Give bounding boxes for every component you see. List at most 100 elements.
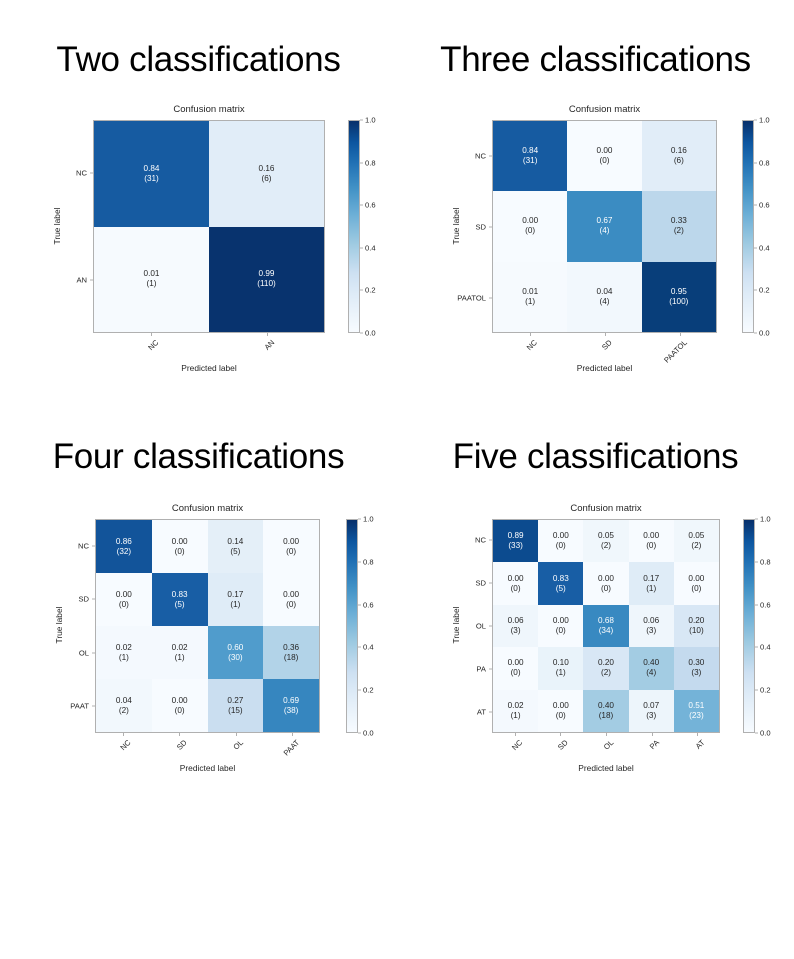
cell-rate: 0.36 [283,642,300,652]
cell-rate: 0.00 [171,695,188,705]
cell-rate: 0.84 [522,146,539,156]
cell-rate: 0.20 [598,658,614,668]
colorbar-tick-label: 1.0 [759,115,770,125]
y-tick-label: AN [76,275,87,285]
cell-count: (4) [599,226,610,236]
cell-count: (2) [691,541,702,551]
heatmap-cell: 0.83(5) [151,573,208,626]
colorbar-tick-label: 0.4 [760,642,771,652]
heatmap-cell: 0.00(0) [673,562,719,605]
cell-count: (1) [555,668,566,678]
x-tick-mark [179,733,181,736]
cell-rate: 0.00 [552,531,569,541]
cell-rate: 0.00 [283,536,300,546]
cell-rate: 0.01 [522,286,539,296]
x-tick-mark [267,333,268,336]
cell-rate: 0.02 [115,642,132,652]
colorbar-tick-mark [360,204,363,206]
cell-count: (31) [522,156,538,166]
cell-count: (5) [174,599,185,609]
colorbar-tick-label: 0.8 [365,158,376,168]
heatmap-cell: 0.95(100) [641,261,716,332]
colorbar-tick-mark [755,604,758,606]
y-tick-mark [489,711,492,713]
cell-rate: 0.10 [552,658,569,668]
heatmap-cell: 0.04(4) [567,261,642,332]
colorbar-tick-mark [358,604,361,606]
heatmap-cell: 0.00(0) [263,520,319,573]
cell-count: (0) [510,583,521,593]
heatmap-cell: 0.02(1) [151,626,208,679]
cell-count: (0) [600,583,611,593]
colorbar-tick-mark [754,204,757,206]
y-tick-label: NC [78,541,89,551]
heatmap-cell: 0.02(1) [493,689,539,732]
cell-count: (1) [230,599,241,609]
heatmap-cell: 0.00(0) [263,573,319,626]
colorbar-tick-mark [360,332,363,334]
heatmap-cell: 0.67(4) [567,191,642,262]
colorbar-tick-mark [754,289,757,291]
cell-count: (6) [261,173,272,183]
colorbar [742,120,754,333]
y-axis-label: True label [54,606,64,644]
cell-count: (3) [646,625,657,635]
cell-rate: 0.00 [115,589,132,599]
heatmap-cell: 0.86(32) [96,520,152,573]
cell-rate: 0.84 [143,163,160,173]
colorbar-tick-mark [755,732,758,734]
matrix-title: Confusion matrix [568,104,641,115]
y-tick-label: NC [475,151,486,160]
heatmap-cell: 0.84(31) [493,121,568,192]
cell-count: (3) [510,625,521,635]
colorbar-tick-label: 1.0 [760,514,771,524]
cell-count: (0) [646,541,657,551]
cell-count: (0) [555,710,566,720]
heatmap-axes: 0.84(31)0.16(6)0.01(1)0.99(110) [93,120,325,333]
cell-count: (34) [598,625,614,635]
x-tick-mark [151,333,152,336]
x-tick-label: NC [510,738,525,753]
heatmap-axes: 0.86(32)0.00(0)0.14(5)0.00(0)0.00(0)0.83… [95,519,320,733]
colorbar-tick-label: 0.2 [363,685,374,695]
cell-rate: 0.95 [670,286,687,296]
heatmap-cell: 0.27(15) [207,679,264,732]
panel-title: Five classifications [452,437,739,476]
y-tick-mark [489,539,492,541]
matrix-title: Confusion matrix [570,503,642,514]
heatmap-cell: 0.33(2) [641,191,716,262]
y-axis-label: True label [52,207,62,244]
matrix-title: Confusion matrix [171,503,244,514]
colorbar-tick-label: 1.0 [365,115,376,125]
y-tick-label: NC [76,168,87,178]
cell-count: (0) [286,546,297,556]
y-tick-label: OL [78,648,89,658]
x-tick-mark [679,333,681,336]
cell-count: (1) [174,652,185,662]
colorbar-tick-mark [358,518,361,520]
colorbar-tick-label: 0.8 [363,557,374,567]
cell-count: (5) [230,546,241,556]
colorbar-tick-mark [358,646,361,648]
y-tick-label: NC [475,535,486,545]
cell-rate: 0.17 [227,589,244,599]
heatmap-cell: 0.00(0) [493,562,539,605]
cell-rate: 0.17 [643,573,660,583]
cell-rate: 0.02 [507,700,524,710]
heatmap-cell: 0.89(33) [493,520,539,563]
cell-rate: 0.01 [143,269,160,279]
heatmap-cell: 0.16(6) [641,121,716,192]
heatmap-cell: 0.99(110) [209,226,324,332]
cell-count: (4) [646,668,657,678]
cell-count: (23) [689,710,704,720]
y-tick-label: AT [476,707,486,717]
cell-rate: 0.06 [507,615,524,625]
y-tick-mark [489,155,492,156]
colorbar-tick-label: 0.0 [365,328,376,338]
y-tick-mark [489,297,492,298]
colorbar-tick-label: 0.2 [365,285,376,295]
x-tick-mark [697,733,699,736]
cell-count: (2) [600,668,611,678]
colorbar [348,120,360,333]
cell-count: (4) [599,296,610,306]
